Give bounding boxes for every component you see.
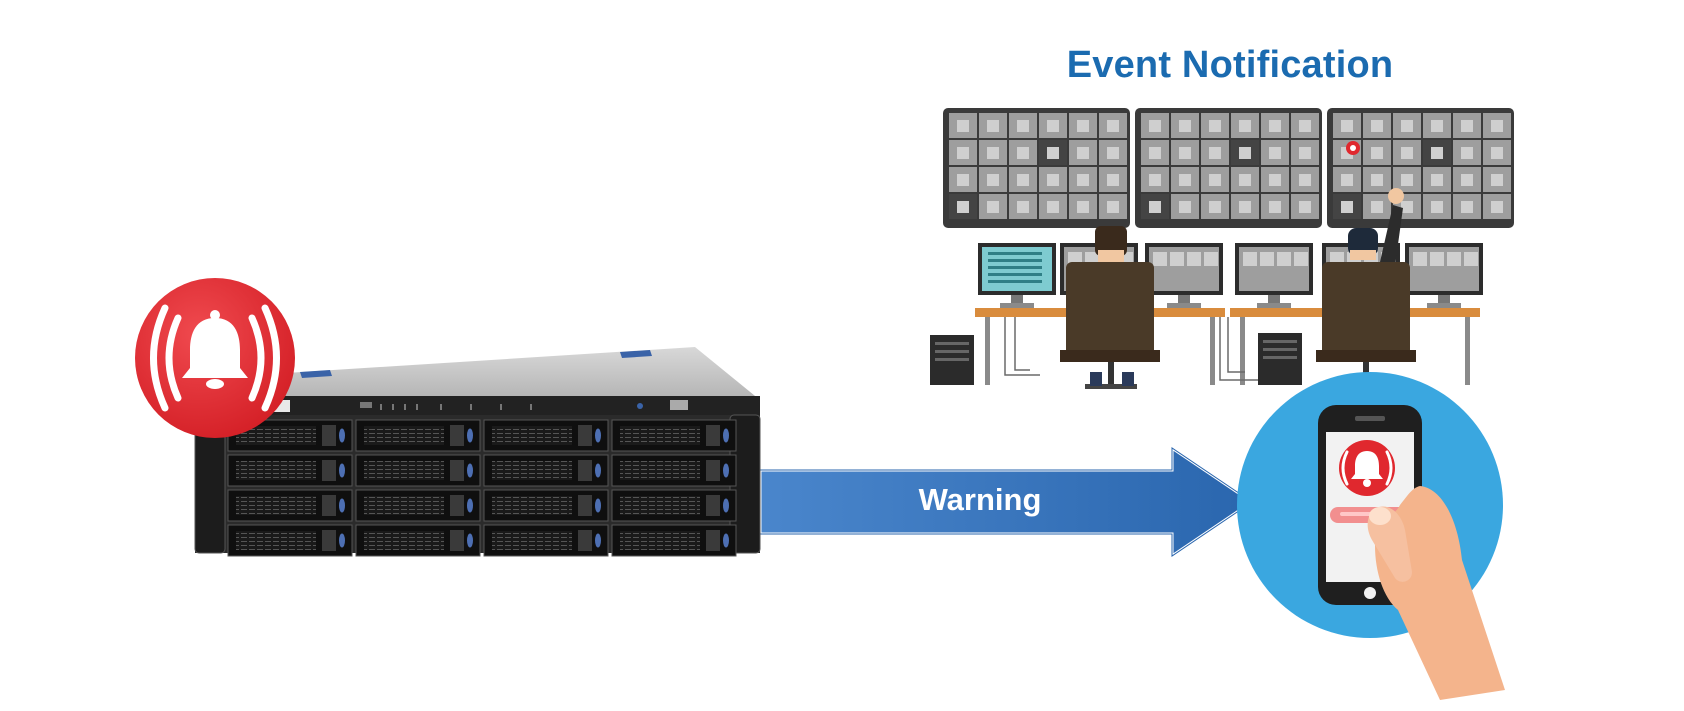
drive-bay <box>611 419 737 452</box>
drive-bay <box>355 419 481 452</box>
desk-monitor <box>1235 243 1313 308</box>
video-wall-panel <box>1135 108 1322 228</box>
drive-bay <box>483 454 609 487</box>
operator-right <box>1316 188 1416 386</box>
video-wall-panel <box>943 108 1130 228</box>
monitoring-control-room-icon <box>930 108 1514 389</box>
drive-bay <box>227 524 353 557</box>
drive-bay <box>611 489 737 522</box>
mobile-notification <box>1237 372 1505 700</box>
desk-monitor <box>978 243 1056 308</box>
drive-bay <box>611 524 737 557</box>
drive-bay <box>483 419 609 452</box>
video-wall-panel <box>1327 108 1514 228</box>
drive-bay <box>483 489 609 522</box>
page-title: Event Notification <box>1066 44 1394 86</box>
drive-bay <box>355 454 481 487</box>
drive-bays <box>227 419 737 557</box>
desk-monitor <box>1405 243 1483 308</box>
drive-bay <box>355 489 481 522</box>
warning-arrow <box>758 445 1255 559</box>
nvr-server-rack-icon <box>194 347 761 557</box>
desk-monitor <box>1145 243 1223 308</box>
video-wall <box>943 108 1514 228</box>
drive-bay <box>611 454 737 487</box>
pc-tower-right <box>1258 333 1302 385</box>
bell-alarm-icon <box>135 278 295 438</box>
hand-icon <box>1367 486 1505 700</box>
drive-bay <box>483 524 609 557</box>
warning-arrow-label: Warning <box>918 482 1042 517</box>
drive-bay <box>227 454 353 487</box>
pc-tower-left <box>930 335 974 385</box>
drive-bay <box>227 489 353 522</box>
operator-left <box>1060 226 1160 389</box>
drive-bay <box>355 524 481 557</box>
